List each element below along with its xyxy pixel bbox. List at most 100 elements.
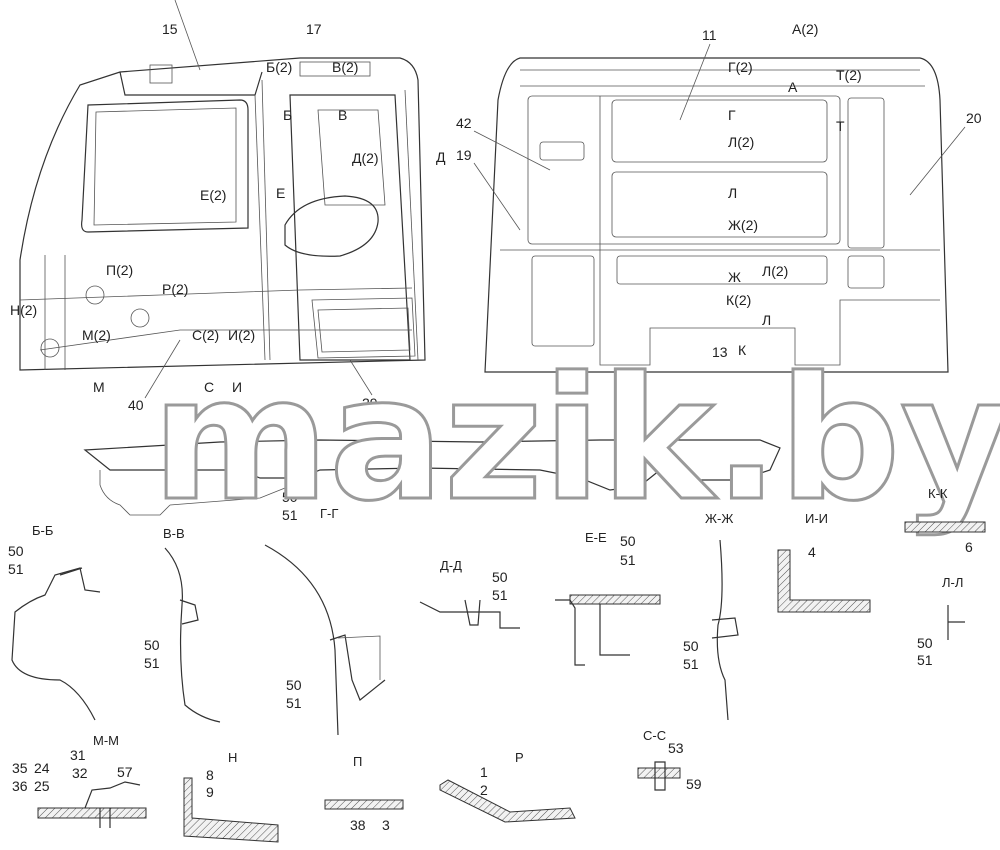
section-s-s: С-С 53 59 — [637, 728, 702, 792]
section-b-b-title: Б-Б — [32, 523, 53, 538]
section-zh-zh: Ж-Ж 50 51 — [683, 511, 739, 721]
view-n-8: 8 — [206, 767, 214, 783]
section-b-b-51: 51 — [8, 561, 24, 577]
label-e: Е — [276, 185, 285, 201]
label-n2: Н(2) — [10, 302, 37, 318]
view-n-9: 9 — [206, 784, 214, 800]
section-d-d: Д-Д 50 51 — [419, 558, 520, 629]
view-p-3: 3 — [382, 817, 390, 833]
section-m-m-25: 25 — [34, 778, 50, 794]
label-42: 42 — [456, 115, 472, 131]
label-m: М — [93, 379, 105, 395]
floor-panel: 50 51 — [83, 439, 781, 523]
label-k: К — [738, 342, 747, 358]
label-v: В — [338, 107, 347, 123]
section-l-l-51: 51 — [917, 652, 933, 668]
label-v2: В(2) — [332, 59, 358, 75]
label-b: Б — [283, 107, 292, 123]
cab-rear-view: А(2) А 11 Г(2) Г Т(2) Т 20 Л(2) Л Ж(2) Ж… — [456, 21, 982, 373]
label-40: 40 — [128, 397, 144, 413]
label-13: 13 — [712, 344, 728, 360]
label-b2: Б(2) — [266, 59, 292, 75]
section-l-l-50: 50 — [917, 635, 933, 651]
label-d2: Д(2) — [352, 150, 379, 166]
section-k-k: К-К 6 — [904, 486, 986, 555]
section-v-v-50: 50 — [144, 637, 160, 653]
section-v-v-title: В-В — [163, 526, 185, 541]
section-s-s-53: 53 — [668, 740, 684, 756]
label-d: Д — [436, 149, 446, 165]
label-p2: П(2) — [106, 262, 133, 278]
section-zh-zh-title: Ж-Ж — [705, 511, 733, 526]
view-r: Р 1 2 — [439, 750, 576, 823]
section-m-m-24: 24 — [34, 760, 50, 776]
label-t: Т — [836, 118, 845, 134]
label-19: 19 — [456, 147, 472, 163]
view-n: Н 8 9 — [183, 750, 279, 843]
label-s: С — [204, 379, 214, 395]
view-r-title: Р — [515, 750, 524, 765]
section-v-v: В-В 50 51 — [144, 526, 221, 723]
section-g-g-51: 51 — [286, 695, 302, 711]
label-15: 15 — [162, 21, 178, 37]
label-r2: Р(2) — [162, 281, 188, 297]
label-11: 11 — [702, 27, 717, 43]
section-g-g-title: Г-Г — [320, 506, 338, 521]
section-e-e: Е-Е 50 51 — [555, 530, 661, 666]
label-s2: С(2) — [192, 327, 219, 343]
watermark: mazik.by — [152, 341, 1000, 539]
section-m-m-32: 32 — [72, 765, 88, 781]
label-ld2: Л(2) — [728, 134, 754, 150]
label-t2: Т(2) — [836, 67, 862, 83]
label-a2: А(2) — [792, 21, 818, 37]
label-g: Г — [728, 107, 736, 123]
label-g2: Г(2) — [728, 59, 753, 75]
view-p-title: П — [353, 754, 362, 769]
section-k-k-6: 6 — [965, 539, 973, 555]
section-l-l: Л-Л 50 51 — [917, 575, 965, 668]
label-ld2b: Л(2) — [762, 263, 788, 279]
section-m-m: М-М 35 24 36 25 31 32 57 — [12, 733, 147, 828]
section-v-v-51: 51 — [144, 655, 160, 671]
section-m-m-36: 36 — [12, 778, 28, 794]
section-i-i-title: И-И — [805, 511, 828, 526]
section-d-d-51: 51 — [492, 587, 508, 603]
label-m2: М(2) — [82, 327, 111, 343]
view-r-1: 1 — [480, 764, 488, 780]
label-e2: Е(2) — [200, 187, 226, 203]
view-n-title: Н — [228, 750, 237, 765]
section-e-e-50: 50 — [620, 533, 636, 549]
section-m-m-31: 31 — [70, 747, 86, 763]
label-floor-51: 51 — [282, 507, 298, 523]
label-zh2: Ж(2) — [728, 217, 758, 233]
label-ldc: Л — [762, 312, 771, 328]
label-k2: К(2) — [726, 292, 751, 308]
section-g-g-50: 50 — [286, 677, 302, 693]
section-b-b: Б-Б 50 51 — [8, 523, 101, 721]
section-g-g: Г-Г 50 51 — [264, 506, 386, 736]
section-i-i-4: 4 — [808, 544, 816, 560]
label-zh: Ж — [728, 269, 741, 285]
section-zh-zh-50: 50 — [683, 638, 699, 654]
section-b-b-50: 50 — [8, 543, 24, 559]
cab-side-view: 15 17 Б(2) В(2) Б В Д(2) Д Е(2) Е П(2) Р… — [10, 0, 446, 413]
section-i-i: И-И 4 — [777, 511, 871, 613]
section-s-s-title: С-С — [643, 728, 666, 743]
label-floor-50: 50 — [282, 489, 298, 505]
label-a: А — [788, 79, 798, 95]
section-e-e-title: Е-Е — [585, 530, 607, 545]
section-l-l-title: Л-Л — [942, 575, 963, 590]
label-i2: И(2) — [228, 327, 255, 343]
label-29: 29 — [362, 395, 378, 411]
section-s-s-59: 59 — [686, 776, 702, 792]
label-ld: Л — [728, 185, 737, 201]
view-r-2: 2 — [480, 782, 488, 798]
section-m-m-35: 35 — [12, 760, 28, 776]
section-k-k-title: К-К — [928, 486, 948, 501]
view-p: П 38 3 — [324, 754, 404, 833]
label-20: 20 — [966, 110, 982, 126]
section-e-e-51: 51 — [620, 552, 636, 568]
section-m-m-57: 57 — [117, 764, 133, 780]
label-17: 17 — [306, 21, 322, 37]
